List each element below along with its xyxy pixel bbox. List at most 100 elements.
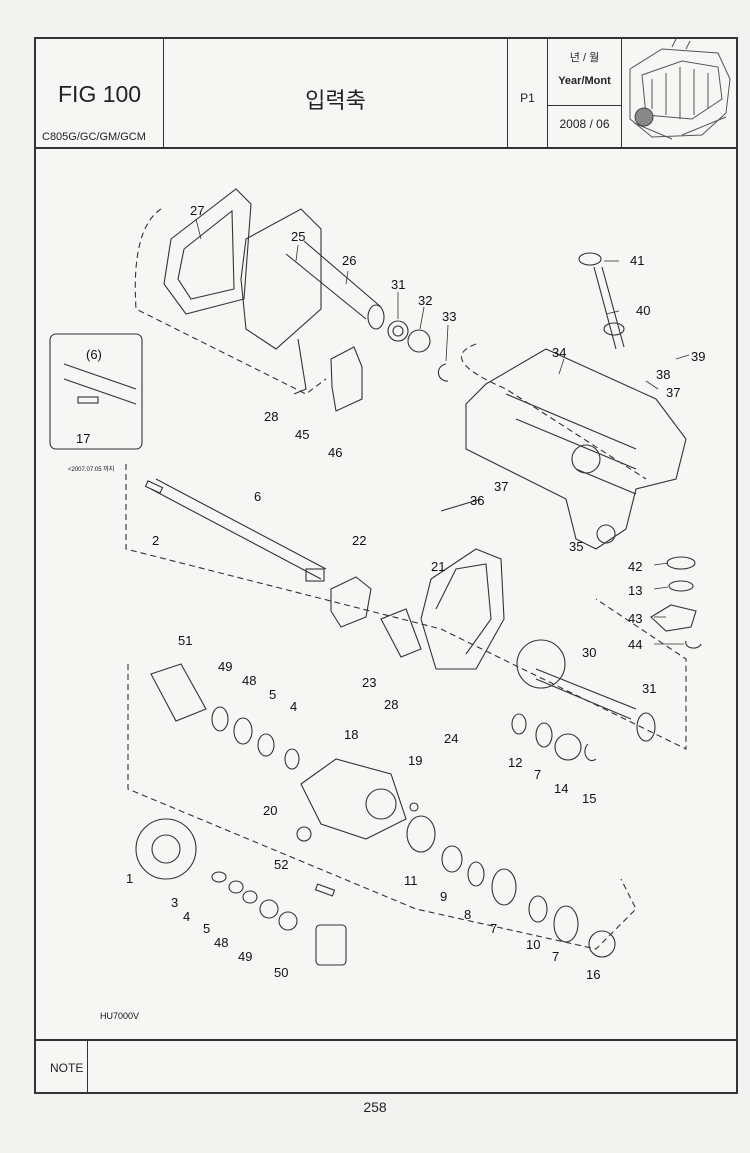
gear-16 [588, 930, 616, 958]
note-label: NOTE [50, 1061, 84, 1075]
callout-23: 23 [362, 675, 376, 690]
callout-49a: 49 [218, 659, 232, 674]
bracket-28 [293, 338, 307, 395]
input-cover [240, 208, 322, 350]
note-row: NOTE [36, 1039, 736, 1094]
inset-date-note: <2007.07.05 까지 [68, 465, 114, 473]
callout-2: 2 [152, 533, 159, 548]
callout-37b: 37 [494, 479, 508, 494]
callout-25: 25 [291, 229, 305, 244]
callout-35: 35 [569, 539, 583, 554]
callout-14: 14 [554, 781, 568, 796]
gear-32 [407, 329, 431, 353]
plate-45 [330, 346, 363, 412]
group-outline-lower [127, 664, 637, 950]
callout-5b: 5 [203, 921, 210, 936]
callout-27: 27 [190, 203, 204, 218]
snap-ring-33 [437, 363, 449, 382]
bolt-19 [409, 802, 419, 812]
callout-28a: 28 [264, 409, 278, 424]
shaft-40 [593, 266, 625, 350]
callout-52: 52 [274, 857, 288, 872]
bearing-31b [636, 712, 656, 742]
needle-bearing-50 [315, 924, 347, 966]
date-divider [548, 105, 621, 106]
callout-51: 51 [178, 633, 192, 648]
input-shaft [150, 478, 327, 580]
bolt-36 [440, 498, 482, 512]
plate-43 [650, 604, 697, 632]
model-label: C805G/GC/GM/GCM [42, 131, 146, 143]
callout-5a: 5 [269, 687, 276, 702]
callout-4a: 4 [290, 699, 297, 714]
callout-22: 22 [352, 533, 366, 548]
housing-18 [300, 758, 407, 840]
callout-36: 36 [470, 493, 484, 508]
callout-9: 9 [440, 889, 447, 904]
callout-30: 30 [582, 645, 596, 660]
callout-8: 8 [464, 907, 471, 922]
callout-48a: 48 [242, 673, 256, 688]
callout-21: 21 [431, 559, 445, 574]
callout-1: 1 [126, 871, 133, 886]
header-block: FIG 100 C805G/GC/GM/GCM 입력축 P1 년 / 월 Yea… [36, 38, 736, 149]
callout-24: 24 [444, 731, 458, 746]
callout-38: 38 [656, 367, 670, 382]
callout-42: 42 [628, 559, 642, 574]
callout-48b: 48 [214, 935, 228, 950]
clip-44 [685, 640, 702, 649]
callout-32: 32 [418, 293, 432, 308]
callout-7a: 7 [534, 767, 541, 782]
bearing-31 [387, 320, 409, 342]
callout-18: 18 [344, 727, 358, 742]
gear-case [465, 348, 687, 550]
callout-11: 11 [404, 873, 418, 888]
callout-46: 46 [328, 445, 342, 460]
callout-12: 12 [508, 755, 522, 770]
callout-43: 43 [628, 611, 642, 626]
callout-13: 13 [628, 583, 642, 598]
pulley-1 [135, 818, 197, 880]
leader-lines [195, 218, 690, 645]
inset-frame [49, 333, 143, 450]
callout-40: 40 [636, 303, 650, 318]
callout-4b: 4 [183, 909, 190, 924]
gasket-plate [163, 188, 252, 315]
inset-ref-6: (6) [86, 347, 102, 362]
combine-harvester-icon [629, 38, 731, 140]
key-2 [144, 480, 164, 494]
group-outline-upper [134, 208, 327, 395]
fig-cell: FIG 100 C805G/GC/GM/GCM [36, 39, 164, 147]
bearing-42 [666, 556, 696, 570]
callout-50: 50 [274, 965, 288, 980]
seal-41 [578, 252, 602, 266]
group-outline-case [461, 343, 647, 480]
callout-17: 17 [76, 431, 90, 446]
seal-13 [668, 580, 694, 592]
page-cell: P1 [508, 39, 548, 147]
callout-45: 45 [295, 427, 309, 442]
page-code: P1 [520, 91, 535, 105]
callout-19: 19 [408, 753, 422, 768]
callout-6: 6 [254, 489, 261, 504]
gasket-22 [330, 576, 372, 628]
callout-37a: 37 [666, 385, 680, 400]
callout-31b: 31 [642, 681, 656, 696]
exploded-view-diagram: 27 25 26 31 32 33 34 41 40 39 38 37 37 3… [49, 188, 705, 1021]
note-label-cell: NOTE [36, 1041, 88, 1094]
callout-26: 26 [342, 253, 356, 268]
callout-28b: 28 [384, 697, 398, 712]
sleeve-51 [150, 663, 207, 722]
machine-thumbnail [622, 38, 736, 147]
case-cover-21 [420, 548, 505, 670]
page-title: 입력축 [305, 88, 366, 113]
group-outline-shaft [125, 464, 687, 750]
gear-30 [516, 639, 566, 689]
gear-14 [554, 733, 582, 761]
date-value: 2008 / 06 [559, 117, 610, 131]
seal-11 [406, 815, 436, 853]
callout-41: 41 [630, 253, 644, 268]
date-cell: 년 / 월 Year/Mont 2008 / 06 [548, 39, 622, 147]
page-number: 258 [363, 1099, 387, 1115]
callout-15: 15 [582, 791, 596, 806]
